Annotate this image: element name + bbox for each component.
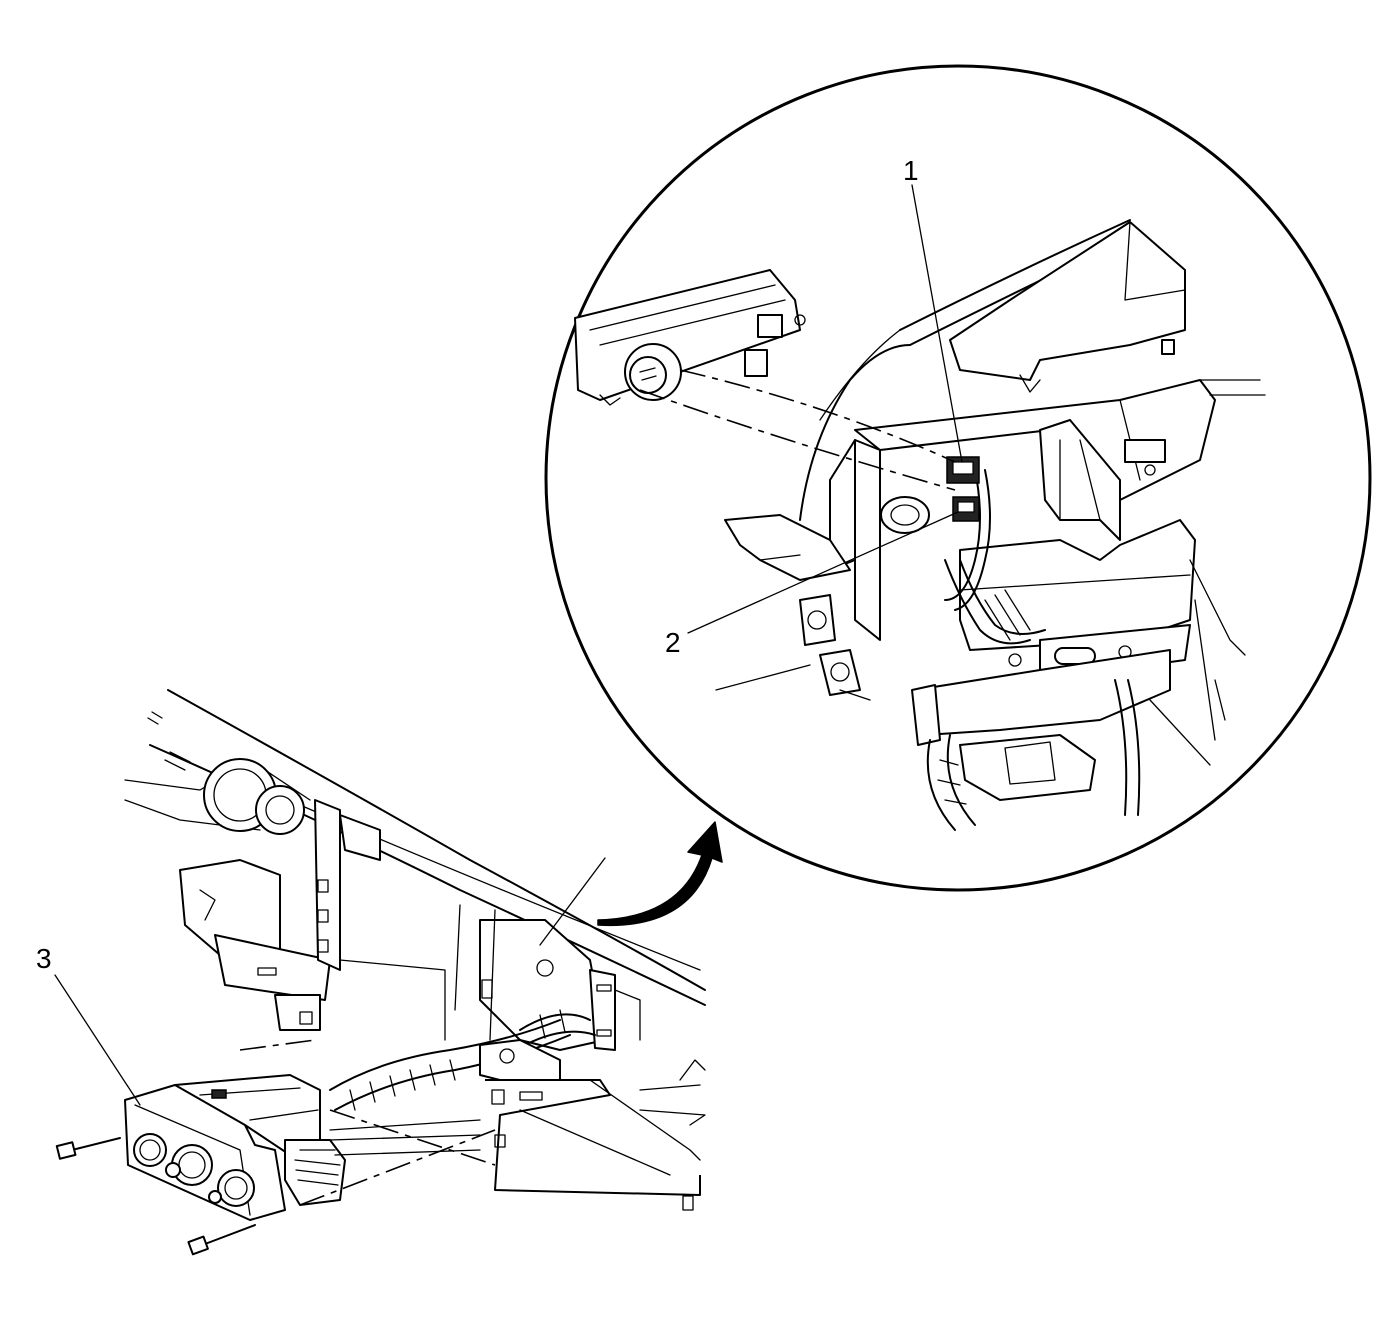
callout-2-label: 2: [665, 627, 681, 658]
callout-2: 2: [665, 511, 959, 658]
callout-3-label: 3: [36, 943, 52, 974]
callout-3: 3: [36, 943, 141, 1106]
screw-lower: [187, 1224, 256, 1256]
main-view: [55, 689, 706, 1256]
screw-upper: [55, 1137, 121, 1160]
detail-arrow: [539, 821, 723, 946]
callout-1: 1: [903, 155, 963, 463]
detail-view: [544, 64, 1372, 892]
callout-1-label: 1: [903, 155, 919, 186]
